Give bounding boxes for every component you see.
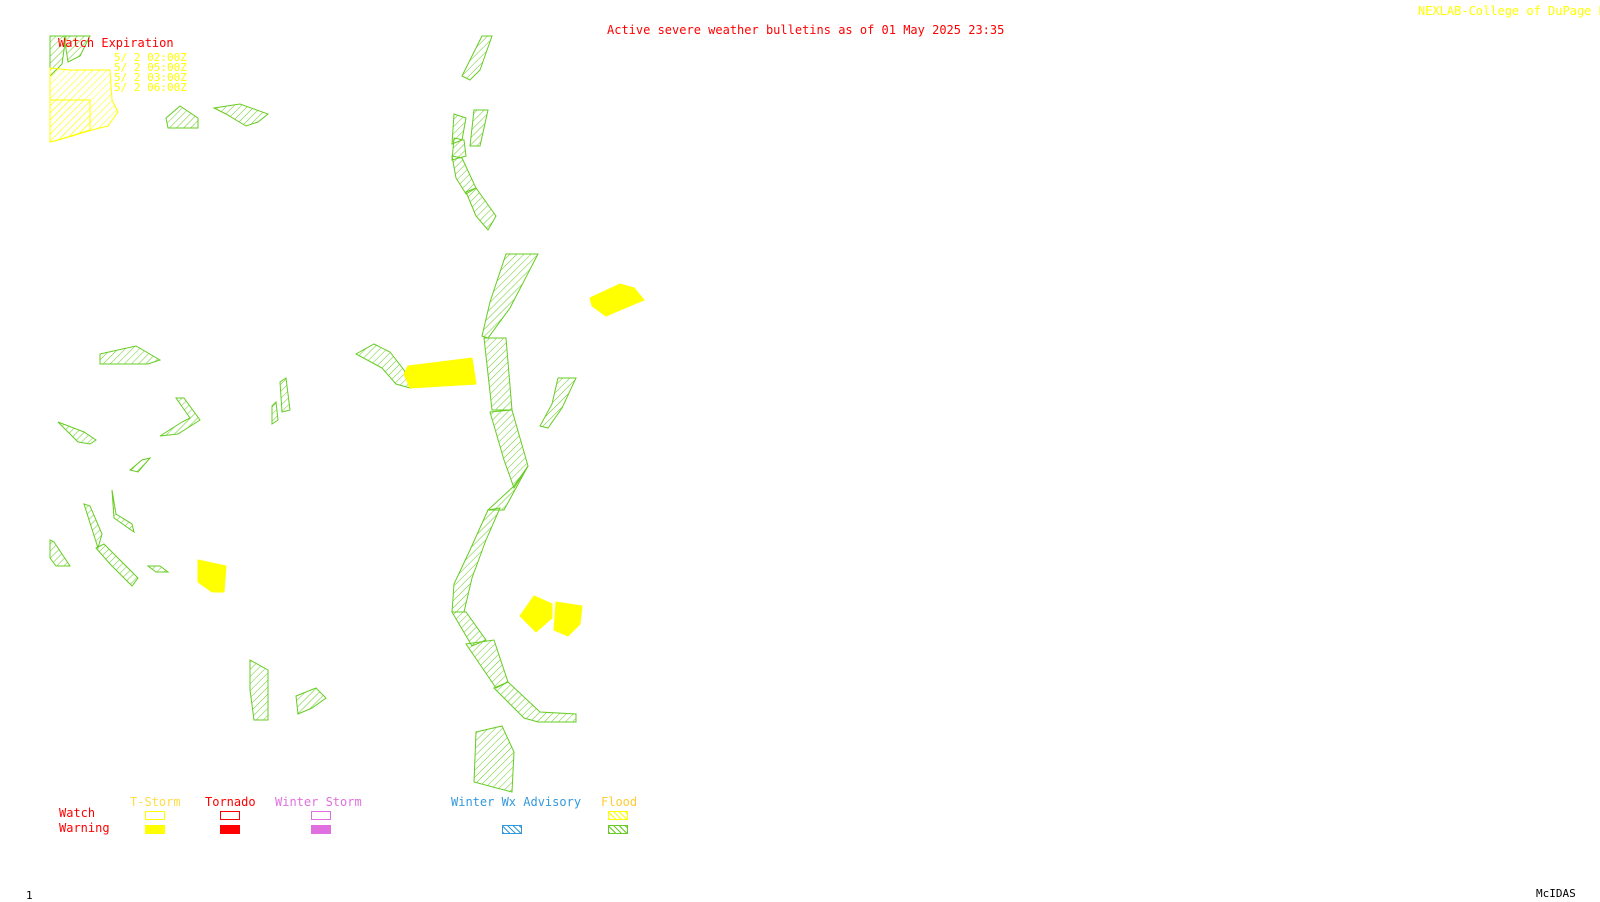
watch-expiration-entry: 5/ 2 06:00Z	[114, 81, 187, 94]
flood-area	[493, 681, 577, 723]
flood-area	[49, 539, 71, 567]
tstorm-warning-area	[403, 357, 477, 389]
swatch-winter-storm-watch	[311, 811, 331, 820]
flood-area	[159, 397, 201, 437]
tstorm-warning-area	[553, 601, 583, 637]
legend-col-tstorm: T-Storm	[130, 795, 181, 809]
flood-area	[451, 137, 467, 161]
swatch-tornado-watch	[220, 811, 240, 820]
flood-area	[451, 611, 487, 647]
software-label: McIDAS	[1536, 887, 1576, 900]
flood-area	[461, 35, 493, 81]
swatch-tstorm-watch	[145, 811, 165, 820]
tstorm-watch-areas	[49, 67, 119, 143]
watch-expiration-list: 5/ 2 02:00Z 5/ 2 05:00Z 5/ 2 03:00Z 5/ 2…	[114, 51, 187, 94]
credit-label: NEXLAB-College of DuPage	[1418, 4, 1592, 18]
flood-area	[473, 725, 515, 793]
credit-text: NEXLAB-College of DuPage R	[1418, 5, 1600, 17]
flood-area	[295, 687, 327, 715]
flood-area	[57, 421, 97, 445]
flood-area	[279, 377, 291, 413]
flood-area	[451, 507, 501, 613]
flood-area	[486, 465, 529, 511]
tstorm-watch-area	[49, 99, 91, 143]
flood-area	[99, 345, 162, 365]
tstorm-warning-area	[197, 559, 227, 593]
flood-area	[95, 543, 139, 587]
tstorm-warning-areas	[197, 283, 645, 637]
flood-area	[249, 659, 269, 721]
watch-expiration-entry: 5/ 2 03:00Z	[114, 71, 187, 84]
watch-expiration-entry: 5/ 2 02:00Z	[114, 51, 187, 64]
swatch-winter-wx-advisory	[502, 825, 522, 834]
legend-col-winter-storm: Winter Storm	[275, 795, 362, 809]
watch-expiration-heading: Watch Expiration	[58, 36, 174, 50]
flood-area	[465, 639, 509, 689]
flood-area	[271, 400, 279, 425]
flood-area	[451, 155, 477, 195]
flood-area	[146, 565, 170, 573]
flood-area	[481, 253, 539, 339]
flood-area	[483, 337, 513, 411]
bulletin-title: Active severe weather bulletins as of 01…	[607, 23, 1005, 37]
flood-area	[539, 377, 577, 429]
flood-area	[465, 187, 497, 231]
legend-col-winter-wx: Winter Wx Advisory	[451, 795, 582, 809]
frame-number: 1	[26, 889, 33, 902]
swatch-tstorm-warning	[145, 825, 165, 834]
swatch-flood-watch	[608, 811, 628, 820]
swatch-winter-storm-warning	[311, 825, 331, 834]
legend-col-tornado: Tornado	[205, 795, 256, 809]
flood-areas	[49, 35, 577, 793]
flood-area	[354, 343, 411, 389]
legend-col-flood: Flood	[601, 795, 638, 809]
flood-area	[63, 35, 91, 63]
credit-glyph: R	[1599, 4, 1600, 18]
flood-area	[165, 105, 199, 129]
flood-area	[111, 489, 135, 534]
flood-area	[83, 503, 103, 550]
swatch-tornado-warning	[220, 825, 240, 834]
watch-expiration-entry: 5/ 2 05:00Z	[114, 61, 187, 74]
tstorm-warning-area	[589, 283, 645, 317]
flood-area	[128, 457, 152, 473]
tstorm-warning-area	[519, 595, 553, 633]
legend-row-warning: Warning	[59, 821, 110, 835]
legend-row-watch: Watch	[59, 806, 96, 820]
swatch-flood-warning	[608, 825, 628, 834]
flood-area	[212, 103, 270, 127]
flood-area	[469, 109, 489, 147]
flood-area	[49, 35, 67, 78]
